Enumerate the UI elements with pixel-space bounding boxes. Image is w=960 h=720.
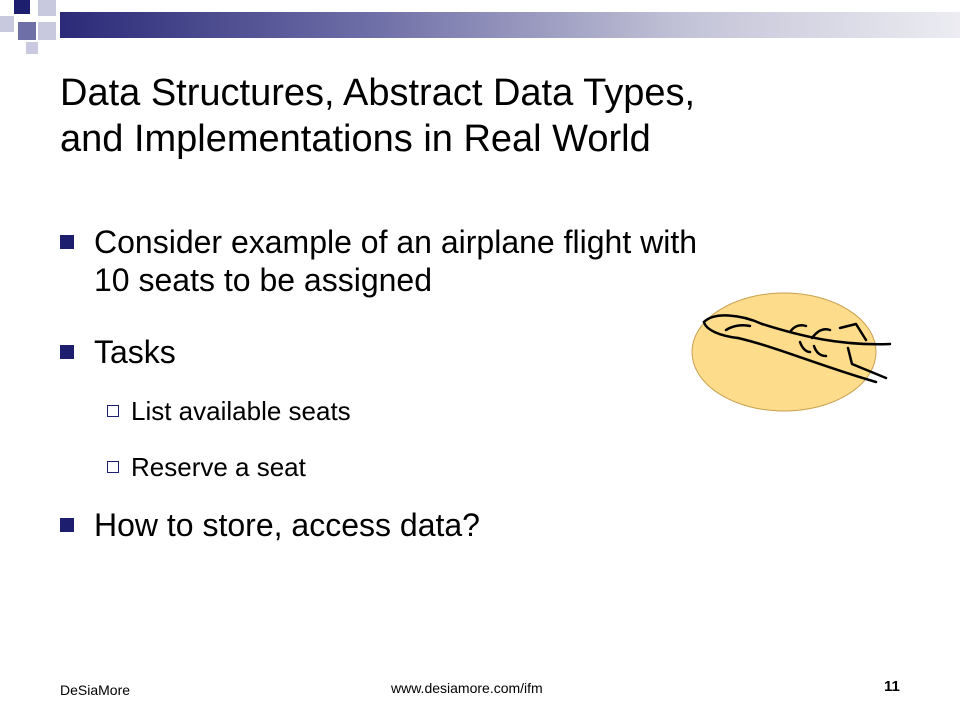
bullet-item: Consider example of an airplane flight w… bbox=[60, 223, 697, 299]
deco-square bbox=[14, 0, 30, 14]
bullet-text-line: Tasks bbox=[94, 334, 176, 370]
hollow-square-bullet-icon bbox=[107, 405, 119, 417]
bullet-item: Tasks bbox=[60, 333, 176, 371]
slide-number: 11 bbox=[884, 678, 900, 695]
deco-square bbox=[0, 16, 14, 32]
sub-bullet-item: List available seats bbox=[107, 396, 351, 426]
deco-square bbox=[18, 22, 36, 40]
title-line: Data Structures, Abstract Data Types, bbox=[60, 72, 696, 114]
deco-square bbox=[38, 22, 56, 40]
deco-square bbox=[26, 42, 38, 54]
airplane-clipart-icon bbox=[691, 292, 892, 412]
hollow-square-bullet-icon bbox=[107, 461, 119, 473]
bullet-item: How to store, access data? bbox=[60, 506, 480, 544]
slide-title: Data Structures, Abstract Data Types, an… bbox=[60, 70, 920, 162]
square-bullet-icon bbox=[60, 345, 74, 359]
bullet-text-line: Consider example of an airplane flight w… bbox=[94, 224, 697, 260]
square-bullet-icon bbox=[60, 235, 74, 249]
deco-square bbox=[38, 0, 56, 16]
sub-bullet-item: Reserve a seat bbox=[107, 452, 306, 482]
header-gradient-bar bbox=[60, 12, 960, 38]
sub-bullet-text: List available seats bbox=[131, 396, 351, 426]
square-bullet-icon bbox=[60, 518, 74, 532]
bullet-text-line: How to store, access data? bbox=[94, 507, 480, 543]
footer-url: www.desiamore.com/ifm bbox=[391, 680, 543, 696]
bullet-text-line: 10 seats to be assigned bbox=[94, 262, 433, 298]
title-line: and Implementations in Real World bbox=[60, 118, 651, 160]
sub-bullet-text: Reserve a seat bbox=[131, 452, 306, 482]
footer-author: DeSiaMore bbox=[60, 682, 131, 698]
